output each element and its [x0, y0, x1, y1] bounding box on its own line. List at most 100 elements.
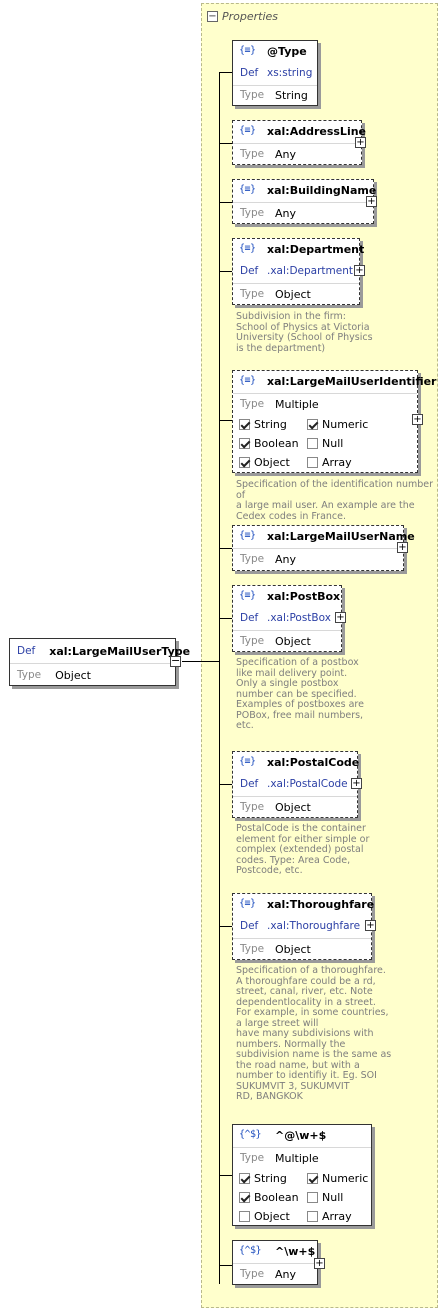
- expand-pattern-word-button[interactable]: +: [314, 1258, 325, 1269]
- connector-department: [219, 271, 233, 272]
- postbox-description: Specification of a postbox like mail del…: [236, 657, 364, 731]
- checkbox: [307, 419, 318, 430]
- check-array: Array: [307, 456, 352, 469]
- pattern-icon: {^$}: [239, 1129, 262, 1140]
- root-type-value: Object: [55, 668, 91, 682]
- type-label: Type: [240, 1152, 265, 1164]
- expand-largemailusername-button[interactable]: +: [397, 542, 408, 553]
- collapse-properties-button[interactable]: −: [207, 11, 218, 22]
- check-string: String: [239, 418, 287, 431]
- collapse-root-button[interactable]: −: [170, 654, 181, 667]
- property-box-pattern-attribute[interactable]: {^$} ^@\w+$ Type Multiple String Numeric…: [232, 1124, 372, 1226]
- property-name: xal:Thoroughfare: [267, 898, 375, 911]
- property-name: xal:BuildingName: [267, 184, 377, 197]
- element-icon: {≡}: [239, 590, 256, 601]
- properties-title: Properties: [222, 10, 279, 23]
- connector-root: [182, 661, 220, 662]
- type-label: Type: [240, 635, 265, 647]
- def-label: Def: [240, 920, 259, 932]
- property-box-postalcode[interactable]: {≡} xal:PostalCode Def .xal:PostalCode T…: [232, 751, 360, 818]
- checkbox: [307, 1211, 318, 1222]
- property-box-addressline[interactable]: {≡} xal:AddressLine Type Any: [232, 120, 366, 165]
- connector-pattern-at: [219, 1175, 233, 1176]
- property-box-type[interactable]: {≡} @Type Def xs:string Type String: [232, 40, 318, 106]
- def-value: xs:string: [267, 67, 313, 79]
- expand-thoroughfare-button[interactable]: +: [365, 920, 376, 931]
- element-icon: {≡}: [239, 898, 256, 909]
- def-value: .xal:Thoroughfare: [267, 920, 361, 932]
- check-object: Object: [239, 456, 290, 469]
- type-value: Multiple: [275, 1152, 319, 1165]
- root-type-label: Type: [17, 669, 42, 681]
- connector-root-drop: [199, 661, 200, 662]
- checkbox: [307, 457, 318, 468]
- check-numeric: Numeric: [307, 1172, 368, 1185]
- checkbox: [239, 1192, 250, 1203]
- property-name: xal:PostBox: [267, 590, 341, 603]
- element-icon: {≡}: [239, 184, 256, 195]
- property-name: ^@\w+$: [275, 1129, 327, 1142]
- element-icon: {≡}: [239, 125, 256, 136]
- property-box-pattern-word[interactable]: {^$} ^\w+$ Type Any: [232, 1240, 318, 1285]
- checkbox: [307, 1192, 318, 1203]
- check-array: Array: [307, 1210, 352, 1223]
- check-boolean: Boolean: [239, 437, 299, 450]
- type-label: Type: [240, 207, 265, 219]
- checkbox: [239, 438, 250, 449]
- property-box-largemailusername[interactable]: {≡} xal:LargeMailUserName Type Any: [232, 525, 415, 571]
- pattern-icon: {^$}: [239, 1245, 262, 1256]
- property-name: xal:LargeMailUserIdentifier: [267, 375, 437, 388]
- def-label: Def: [240, 612, 259, 624]
- checkbox: [239, 1211, 250, 1222]
- checkbox: [239, 1173, 250, 1184]
- type-label: Type: [240, 288, 265, 300]
- element-icon: {≡}: [239, 756, 256, 767]
- connector-postalcode: [219, 784, 233, 785]
- connector-trunk: [219, 72, 220, 1284]
- connector-addressline: [219, 143, 233, 144]
- def-label: Def: [240, 265, 259, 277]
- connector-buildingname: [219, 202, 233, 203]
- expand-postbox-button[interactable]: +: [335, 612, 346, 623]
- checkbox: [239, 457, 250, 468]
- root-element-box[interactable]: Def xal:LargeMailUserType Type Object: [9, 638, 190, 686]
- def-label: Def: [240, 778, 259, 790]
- property-box-thoroughfare[interactable]: {≡} xal:Thoroughfare Def .xal:Thoroughfa…: [232, 893, 375, 960]
- property-name: xal:Department: [267, 243, 365, 256]
- property-name: xal:PostalCode: [267, 756, 360, 769]
- property-box-postbox[interactable]: {≡} xal:PostBox Def .xal:PostBox Type Ob…: [232, 585, 342, 652]
- expand-department-button[interactable]: +: [354, 265, 365, 276]
- expand-largemailuseridentifier-button[interactable]: +: [412, 414, 423, 425]
- type-value: String: [275, 89, 308, 102]
- property-box-department[interactable]: {≡} xal:Department Def .xal:Department T…: [232, 238, 364, 305]
- connector-type: [219, 72, 233, 73]
- element-icon: {≡}: [239, 45, 256, 56]
- type-label: Type: [240, 553, 265, 565]
- def-value: .xal:PostBox: [267, 612, 331, 624]
- type-value: Object: [275, 635, 311, 648]
- expand-buildingname-button[interactable]: +: [366, 196, 377, 207]
- type-label: Type: [240, 1268, 265, 1280]
- property-box-buildingname[interactable]: {≡} xal:BuildingName Type Any: [232, 179, 377, 224]
- element-icon: {≡}: [239, 375, 256, 386]
- type-value: Any: [275, 148, 297, 161]
- root-def-label: Def: [17, 645, 36, 657]
- type-label: Type: [240, 801, 265, 813]
- type-value: Object: [275, 801, 311, 814]
- connector-thoroughfare: [219, 926, 233, 927]
- check-null: Null: [307, 1191, 343, 1204]
- connector-pattern-word: [219, 1265, 233, 1266]
- expand-addressline-button[interactable]: +: [355, 137, 366, 148]
- connector-largemailuseridentifier: [219, 420, 233, 421]
- property-box-largemailuseridentifier[interactable]: {≡} xal:LargeMailUserIdentifier Type Mul…: [232, 370, 436, 473]
- root-name: xal:LargeMailUserType: [49, 644, 191, 658]
- check-string: String: [239, 1172, 287, 1185]
- property-name: @Type: [267, 45, 307, 58]
- checkbox: [307, 1173, 318, 1184]
- properties-header: − Properties: [207, 10, 278, 23]
- def-label: Def: [240, 67, 259, 79]
- check-boolean: Boolean: [239, 1191, 299, 1204]
- expand-postalcode-button[interactable]: +: [351, 778, 362, 789]
- check-object: Object: [239, 1210, 290, 1223]
- largemailuseridentifier-description: Specification of the identification numb…: [236, 479, 434, 522]
